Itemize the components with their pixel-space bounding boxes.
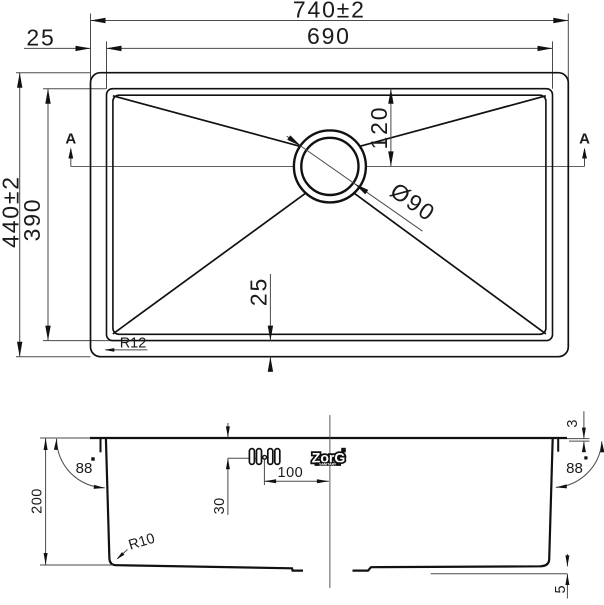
svg-text:A: A (579, 131, 590, 148)
svg-text:120: 120 (366, 106, 392, 150)
svg-text:A: A (65, 131, 76, 148)
svg-text:3: 3 (565, 420, 581, 428)
svg-text:R12: R12 (120, 335, 147, 351)
svg-text:25: 25 (26, 25, 55, 51)
svg-text:740±2: 740±2 (293, 0, 366, 22)
svg-text:SANITARY: SANITARY (319, 463, 337, 467)
svg-text:5: 5 (553, 585, 569, 593)
svg-text:25: 25 (246, 277, 272, 306)
svg-text:390: 390 (19, 198, 45, 242)
svg-text:R10: R10 (127, 531, 157, 554)
svg-text:88: 88 (566, 460, 583, 477)
svg-text:200: 200 (30, 488, 46, 514)
svg-text:100: 100 (278, 465, 304, 481)
svg-text:440±2: 440±2 (0, 175, 24, 248)
svg-text:88: 88 (76, 460, 93, 477)
svg-text:690: 690 (307, 23, 351, 49)
svg-text:30: 30 (212, 497, 228, 514)
